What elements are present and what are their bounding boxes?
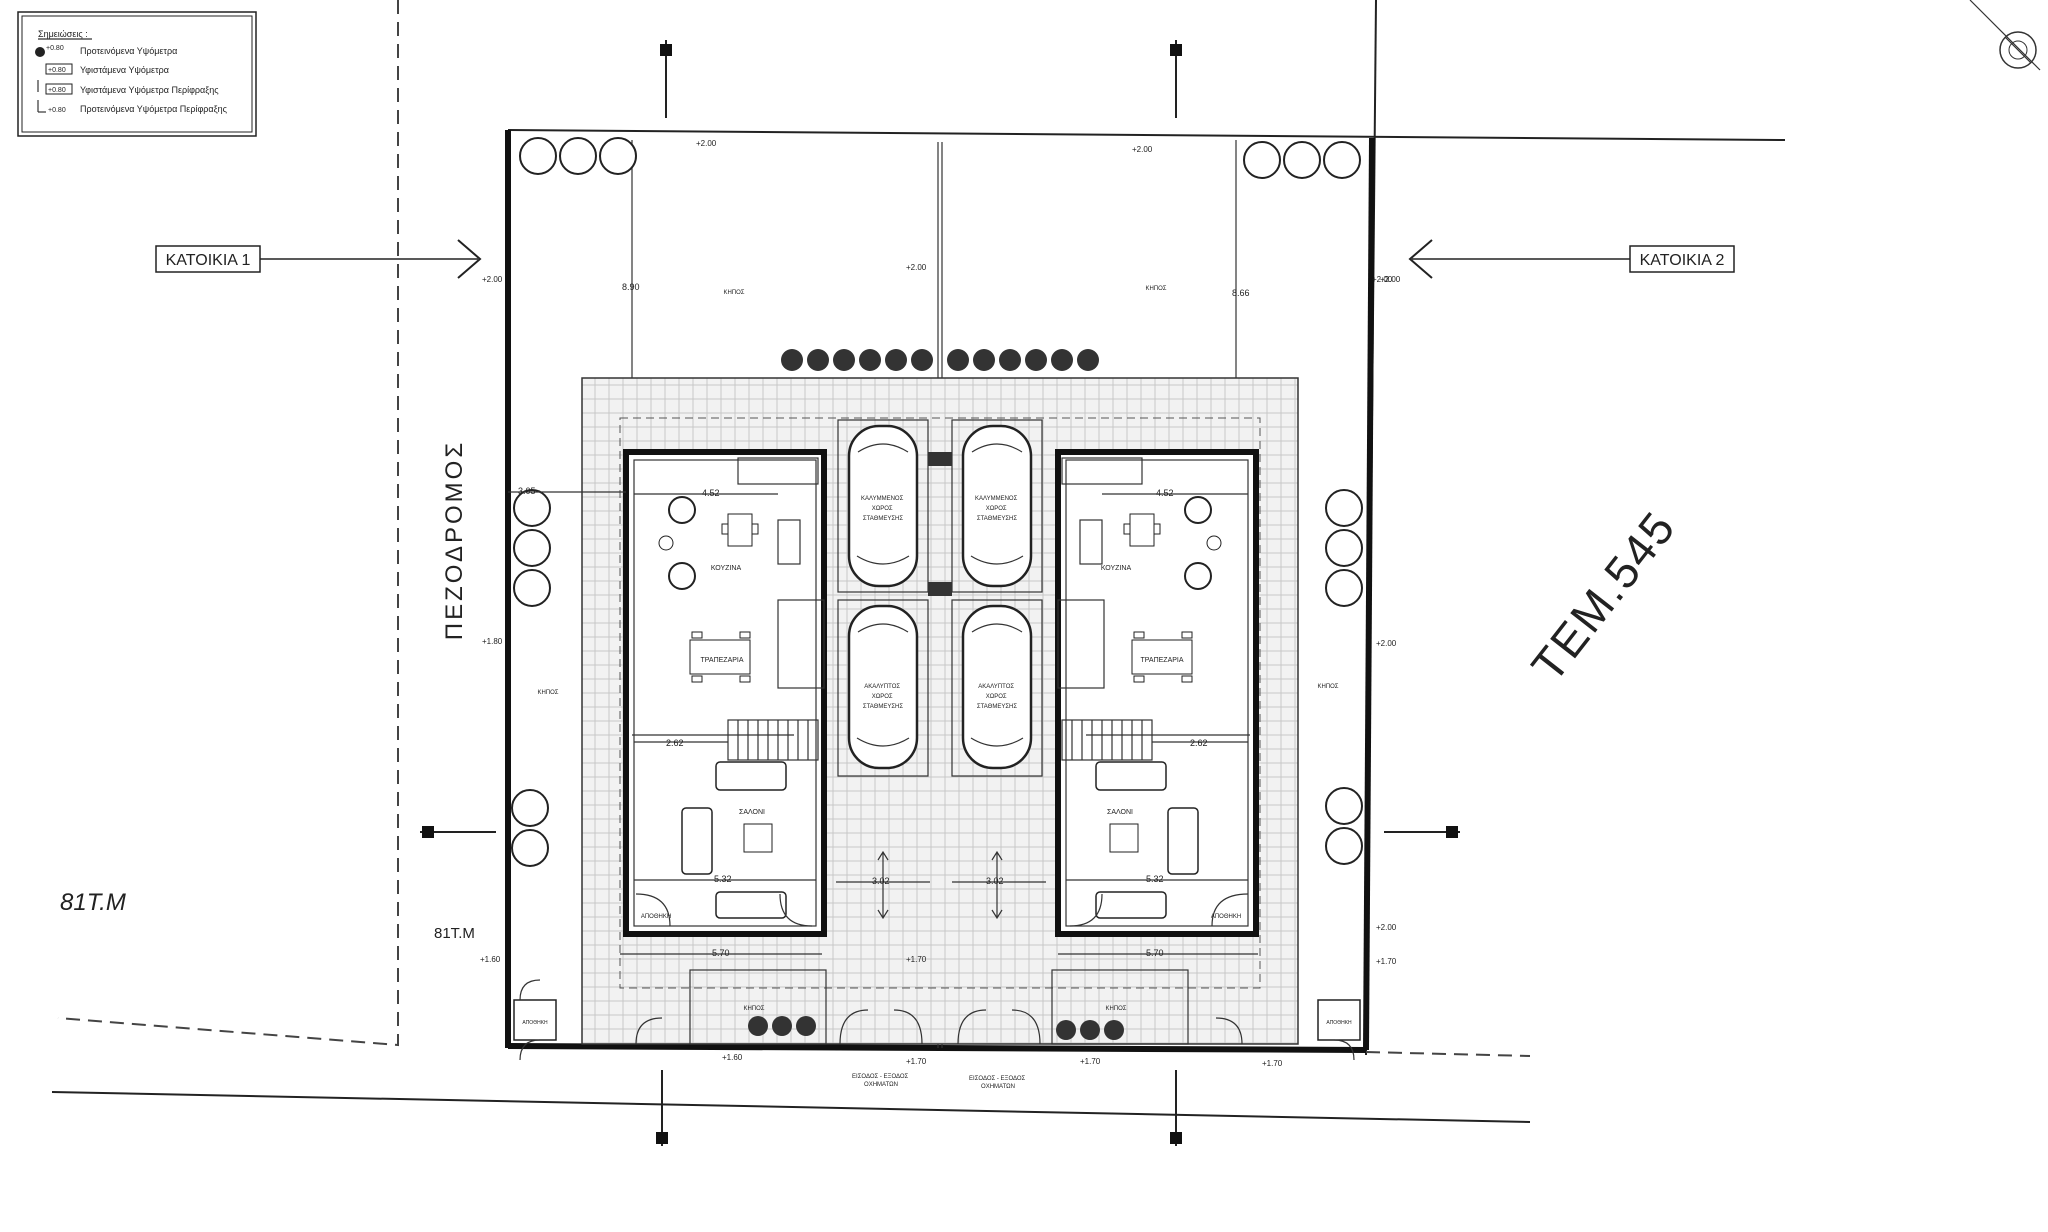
- dining-label: ΤΡΑΠΕΖΑΡΙΑ: [1140, 657, 1183, 664]
- breakfast-table-icon: [721, 513, 759, 547]
- dimension: 3.02: [986, 876, 1004, 886]
- legend-item-4: +0.80 Προτεινόμενα Υψόμετρα Περίφραξης: [37, 100, 228, 114]
- elevation-mark: +1.60: [480, 955, 501, 964]
- armchair-icon: [1184, 496, 1222, 590]
- elevation-mark: +2.00: [1132, 145, 1153, 154]
- yard-label: ΚΗΠΟΣ: [1105, 1006, 1126, 1012]
- dining-table-icon: [689, 631, 751, 683]
- dimension: 2.62: [1190, 738, 1208, 748]
- area-label-large: 81Τ.Μ: [60, 889, 126, 916]
- elevation-mark: +2.00: [906, 263, 927, 272]
- house-1-callout: ΚΑΤΟΙΚΙΑ 1: [155, 239, 482, 279]
- svg-text:Προτεινόμενα Υψόμετρα: Προτεινόμενα Υψόμετρα: [80, 46, 177, 56]
- area-label-small: 81Τ.Μ: [434, 925, 475, 942]
- entrance-label: ΕΙΣΟΔΟΣ - ΕΞΟΔΟΣ ΟΧΗΜΑΤΩΝ: [969, 1076, 1027, 1090]
- sofa-icon: [681, 761, 787, 919]
- elevation-mark: +1.70: [1262, 1059, 1283, 1068]
- yard-label: ΚΗΠΟΣ: [723, 290, 744, 296]
- legend: Σημειώσεις : +0.80 Προτεινόμενα Υψόμετρα…: [17, 11, 257, 137]
- svg-text:Υφιστάμενα Υψόμετρα Περίφραξης: Υφιστάμενα Υψόμετρα Περίφραξης: [80, 85, 219, 95]
- house-1-label: ΚΑΤΟΙΚΙΑ 1: [166, 252, 251, 269]
- elevation-mark: +1.60: [722, 1053, 743, 1062]
- svg-text:ΑΠΟΘΗΚΗ: ΑΠΟΘΗΚΗ: [1326, 1020, 1352, 1026]
- dimension: 3.05: [518, 486, 536, 496]
- armchair-icon: [658, 496, 696, 590]
- plot-label: ΤΕΜ.545: [1521, 501, 1686, 691]
- legend-title: Σημειώσεις :: [38, 29, 88, 39]
- parking-area: ΚΑΛΥΜΜΕΝΟΣ ΧΩΡΟΣ ΣΤΑΘΜΕΥΣΗΣ ΚΑΛΥΜΜΕΝΟΣ Χ…: [837, 419, 1043, 920]
- svg-text:Υφιστάμενα Υψόμετρα: Υφιστάμενα Υψόμετρα: [80, 65, 169, 75]
- elevation-mark: +1.70: [1080, 1057, 1101, 1066]
- elevation-mark: +2.00: [1372, 275, 1393, 284]
- street-label: ΠΕΖΟΔΡΟΜΟΣ: [441, 440, 468, 640]
- svg-text:+0.80: +0.80: [48, 67, 66, 74]
- svg-text:Προτεινόμενα Υψόμετρα Περίφραξ: Προτεινόμενα Υψόμετρα Περίφραξης: [80, 104, 228, 114]
- elevation-mark: +1.80: [482, 637, 503, 646]
- house-2-callout: ΚΑΤΟΙΚΙΑ 2: [1408, 239, 1735, 279]
- elevation-mark: +2.00: [1376, 639, 1397, 648]
- tree-icons: [511, 137, 1363, 867]
- car-icon: [961, 424, 1033, 588]
- dimension: 8.66: [1232, 288, 1250, 298]
- elevation-mark: +2.00: [696, 139, 717, 148]
- svg-text:+0.80: +0.80: [46, 45, 64, 52]
- stairs-icon: [727, 719, 819, 761]
- breakfast-table-icon: [1123, 513, 1161, 547]
- svg-text:+0.80: +0.80: [48, 87, 66, 94]
- car-icon: [847, 604, 919, 770]
- elevation-mark: +2.00: [482, 275, 503, 284]
- legend-item-1: +0.80 Προτεινόμενα Υψόμετρα: [35, 45, 177, 57]
- dimension: 5.32: [714, 874, 732, 884]
- storage-label: ΑΠΟΘΗΚΗ: [1211, 914, 1241, 920]
- kitchen-label: ΚΟΥΖΙΝΑ: [1101, 565, 1132, 572]
- dimension-labels: 8.90 8.66 3.05 4.52 4.52 2.62 2.62 5.32 …: [508, 282, 1258, 958]
- house-2-plan: ΚΟΥΖΙΝΑ ΤΡΑΠΕΖΑΡΙΑ ΣΑΛΟΝΙ ΑΠΟΘΗΚΗ: [1055, 449, 1259, 937]
- house-1-plan: ΚΟΥΖΙΝΑ ΤΡΑΠΕΖΑΡΙΑ ΣΑΛΟΝΙ ΑΠΟΘΗΚΗ: [623, 449, 827, 937]
- svg-text:+0.80: +0.80: [48, 107, 66, 114]
- entrance-label: ΕΙΣΟΔΟΣ - ΕΞΟΔΟΣ ΟΧΗΜΑΤΩΝ: [852, 1074, 910, 1088]
- shrub-icons: [748, 349, 1124, 1040]
- sofa-icon: [1095, 761, 1199, 919]
- yard-label: ΚΗΠΟΣ: [537, 690, 558, 696]
- dimension: 2.62: [666, 738, 684, 748]
- legend-item-3: +0.80 Υφιστάμενα Υψόμετρα Περίφραξης: [37, 80, 219, 95]
- parking-label: ΑΚΑΛΥΠΤΟΣ ΧΩΡΟΣ ΣΤΑΘΜΕΥΣΗΣ: [863, 684, 904, 710]
- elevation-mark: +2.00: [1376, 923, 1397, 932]
- elevation-mark: +2.00: [1380, 275, 1401, 284]
- elevation-mark: +1.70: [1376, 957, 1397, 966]
- svg-text:ΑΠΟΘΗΚΗ: ΑΠΟΘΗΚΗ: [522, 1020, 548, 1026]
- parking-label: ΚΑΛΥΜΜΕΝΟΣ ΧΩΡΟΣ ΣΤΑΘΜΕΥΣΗΣ: [861, 496, 905, 522]
- dining-table-icon: [1131, 631, 1193, 683]
- house-2-label: ΚΑΤΟΙΚΙΑ 2: [1640, 252, 1725, 269]
- storage-label: ΑΠΟΘΗΚΗ: [641, 914, 671, 920]
- car-icon: [961, 604, 1033, 770]
- dimension: 5.70: [1146, 948, 1164, 958]
- section-markers: [420, 40, 1460, 1146]
- dimension: 4.52: [1156, 488, 1174, 498]
- stairs-icon: [1061, 719, 1153, 761]
- north-arrow-icon: [1969, 0, 2041, 71]
- parking-label: ΚΑΛΥΜΜΕΝΟΣ ΧΩΡΟΣ ΣΤΑΘΜΕΥΣΗΣ: [975, 496, 1019, 522]
- living-label: ΣΑΛΟΝΙ: [1107, 809, 1133, 816]
- parking-label: ΑΚΑΛΥΠΤΟΣ ΧΩΡΟΣ ΣΤΑΘΜΕΥΣΗΣ: [977, 684, 1018, 710]
- external-storage: ΑΠΟΘΗΚΗ ΑΠΟΘΗΚΗ: [513, 979, 1361, 1061]
- dimension: 5.32: [1146, 874, 1164, 884]
- entrance-gates: [635, 969, 1243, 1045]
- living-label: ΣΑΛΟΝΙ: [739, 809, 765, 816]
- kitchen-label: ΚΟΥΖΙΝΑ: [711, 565, 742, 572]
- dimension: 3.02: [872, 876, 890, 886]
- dining-label: ΤΡΑΠΕΖΑΡΙΑ: [700, 657, 743, 664]
- elevation-mark: +1.70: [906, 955, 927, 964]
- car-icon: [847, 424, 919, 588]
- elevation-marks: +2.00 +2.00 +2.00 +2.00 +2.00 +1.80 +1.6…: [480, 139, 1401, 1068]
- dimension: 8.90: [622, 282, 640, 292]
- dimension: 4.52: [702, 488, 720, 498]
- yard-label: ΚΗΠΟΣ: [1145, 286, 1166, 292]
- dimension: 5.70: [712, 948, 730, 958]
- yard-label: ΚΗΠΟΣ: [743, 1006, 764, 1012]
- legend-item-2: +0.80 Υφιστάμενα Υψόμετρα: [45, 63, 169, 75]
- yard-label: ΚΗΠΟΣ: [1317, 684, 1338, 690]
- elevation-mark: +1.70: [906, 1057, 927, 1066]
